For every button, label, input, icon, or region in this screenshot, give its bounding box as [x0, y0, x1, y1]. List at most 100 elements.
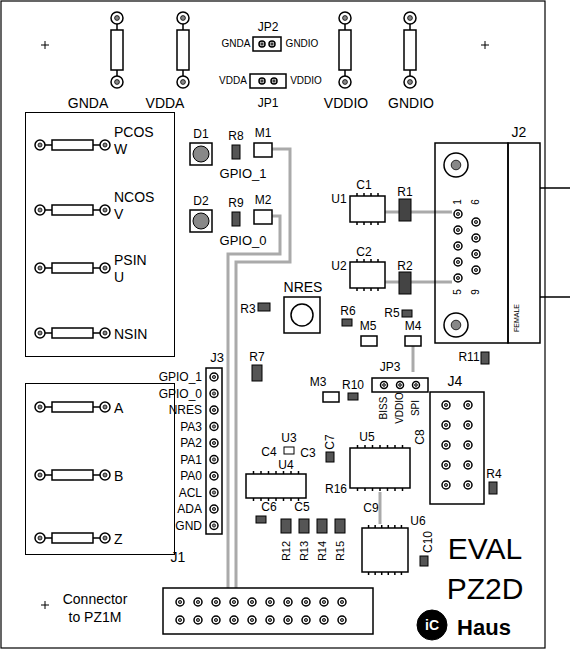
- pad-hole: [286, 600, 289, 603]
- solder-pad: [177, 12, 189, 24]
- solder-pad: [100, 402, 110, 412]
- pad-hole: [408, 16, 413, 21]
- solder-pad: [472, 218, 480, 226]
- capacitor-symbol: [420, 556, 428, 566]
- pcb-label: GNDA: [222, 39, 251, 49]
- pad-hole: [38, 266, 42, 270]
- solder-pad: [210, 406, 218, 414]
- chip-pin: [374, 572, 376, 575]
- pad-hole: [466, 423, 469, 426]
- connector-block: PCOS WNCOS VPSIN UNSIN: [25, 112, 175, 357]
- ic-package: [350, 262, 385, 288]
- pad-hole: [115, 16, 120, 21]
- solder-pad: [338, 616, 346, 624]
- ic-package: [246, 474, 306, 498]
- chip-pin: [253, 498, 255, 501]
- pcb-label: C9: [363, 502, 378, 514]
- chip-pin: [356, 288, 358, 291]
- solder-pad: [100, 470, 110, 480]
- solder-pad: [413, 382, 420, 389]
- pcb-label: R2: [397, 260, 412, 272]
- pad-hole: [474, 236, 477, 239]
- ribbon-connector: [163, 588, 373, 634]
- pcb-label: U2: [331, 260, 346, 272]
- solder-pad: [210, 489, 218, 497]
- solder-pad: [320, 616, 328, 624]
- pad-hole: [212, 441, 215, 444]
- chip-pin: [363, 259, 365, 262]
- pcb-label: R13: [299, 541, 310, 561]
- solder-pad: [472, 266, 480, 274]
- logo-circle: [417, 610, 447, 640]
- solder-pad: [259, 41, 265, 47]
- solder-pad: [100, 328, 110, 338]
- jumper-outline: [372, 378, 428, 392]
- chip-pin: [377, 193, 379, 196]
- chip-pin: [394, 525, 396, 528]
- pad-hole: [212, 507, 215, 510]
- solder-pad: [259, 78, 265, 84]
- pad-hole: [38, 143, 42, 147]
- solder-pad: [35, 205, 45, 215]
- pcb-label: FEMALE: [513, 304, 520, 332]
- pad-hole: [232, 600, 235, 603]
- pcb-label: 6: [471, 199, 481, 205]
- pad-hole: [196, 618, 199, 621]
- chip-pin: [402, 445, 404, 448]
- chip-pin: [364, 445, 366, 448]
- chip-pin: [275, 471, 277, 474]
- pad-hole: [466, 483, 469, 486]
- fiducial-mark: [41, 41, 489, 609]
- chip-pin: [290, 498, 292, 501]
- pcb-label: PZ2D: [447, 574, 524, 604]
- solder-pad: [100, 533, 110, 543]
- solder-pad: [210, 456, 218, 464]
- pcb-label: U4: [278, 459, 293, 471]
- chip-pin: [364, 488, 366, 491]
- pcb-label: R3: [240, 303, 255, 315]
- transistor-symbol: [254, 143, 272, 157]
- pad-hole: [103, 208, 107, 212]
- chip-pin: [402, 488, 404, 491]
- ic-package: [362, 528, 408, 572]
- pcb-label: C7: [324, 434, 336, 449]
- pad-hole: [38, 208, 42, 212]
- pad-hole: [271, 43, 273, 45]
- pad-hole: [383, 384, 386, 387]
- chip-pin: [283, 471, 285, 474]
- solder-pad: [230, 598, 238, 606]
- pad-hole: [340, 600, 343, 603]
- solder-pad: [454, 242, 462, 250]
- chip-pin: [368, 525, 370, 528]
- solder-pad: [381, 382, 388, 389]
- pad-hole: [261, 43, 263, 45]
- solder-pad: [442, 441, 450, 449]
- pcb-label: JP1: [258, 97, 279, 109]
- dsub-outline: [540, 188, 570, 297]
- pcb-label: R12: [281, 541, 292, 561]
- pcb-label: R11: [458, 351, 479, 363]
- pad-hole: [261, 80, 263, 82]
- pad-hole: [286, 618, 289, 621]
- chip-pin: [377, 288, 379, 291]
- solder-pad: [404, 12, 416, 24]
- solder-pad: [210, 373, 218, 381]
- solder-pad: [266, 616, 274, 624]
- pcb-label: VDDIO: [324, 96, 368, 110]
- pad-hole: [103, 536, 107, 540]
- solder-pad: [404, 76, 416, 88]
- pad-hole: [343, 16, 348, 21]
- solder-pad: [35, 140, 45, 150]
- solder-pad: [111, 12, 123, 24]
- chip-pin: [260, 471, 262, 474]
- resistor-symbol: [335, 519, 345, 533]
- pcb-label: C3: [300, 447, 315, 459]
- chip-pin: [401, 525, 403, 528]
- pad-hole: [250, 618, 253, 621]
- chip-pin: [253, 471, 255, 474]
- connector-body: [52, 402, 93, 412]
- pcb-label: U1: [331, 193, 346, 205]
- chip-pin: [357, 488, 359, 491]
- led-symbol: [190, 143, 212, 165]
- trace-layer: [228, 149, 452, 588]
